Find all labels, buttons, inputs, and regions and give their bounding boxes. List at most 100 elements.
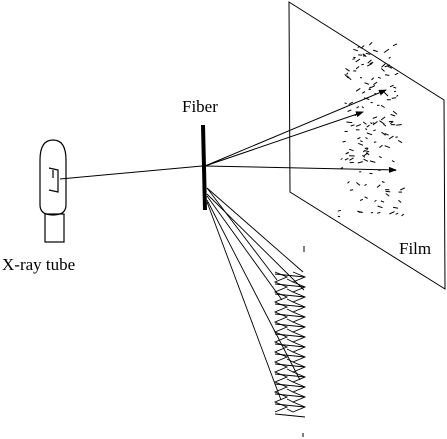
speckle-mark — [357, 137, 361, 140]
diffracted-beams — [204, 89, 397, 173]
speckle-mark — [388, 56, 391, 59]
speckle-mark — [379, 144, 383, 148]
speckle-mark — [369, 172, 373, 175]
speckle-mark — [365, 52, 371, 55]
speckle-mark — [357, 161, 363, 164]
speckle-mark — [361, 91, 366, 94]
speckle-mark — [395, 212, 399, 215]
speckle-mark — [373, 81, 378, 86]
speckle-mark — [380, 116, 386, 121]
speckle-mark — [344, 73, 349, 79]
speckle-mark — [355, 112, 360, 116]
speckle-mark — [368, 86, 372, 89]
speckle-mark — [357, 46, 361, 48]
speckle-mark — [364, 82, 370, 85]
film-label: Film — [399, 239, 432, 258]
speckle-mark — [391, 160, 395, 163]
speckle-mark — [388, 135, 394, 140]
speckle-mark — [337, 209, 342, 212]
speckle-mark — [372, 121, 378, 126]
speckle-mark — [362, 154, 366, 158]
speckle-mark — [372, 122, 375, 124]
speckle-mark — [384, 64, 391, 68]
crystal-stack — [273, 271, 307, 418]
speckle-mark — [374, 92, 378, 95]
speckle-mark — [346, 121, 353, 124]
speckle-mark — [393, 90, 397, 93]
film-plane — [288, 1, 446, 290]
speckle-mark — [370, 122, 373, 125]
speckle-mark — [373, 129, 376, 132]
speckle-mark — [387, 65, 393, 69]
beam-2 — [204, 111, 364, 167]
speckle-mark — [356, 182, 361, 186]
speckle-mark — [393, 86, 397, 89]
speckle-mark — [355, 66, 360, 70]
speckle-mark — [378, 169, 382, 171]
speckle-mark — [380, 200, 385, 203]
speckle-mark — [394, 72, 399, 76]
speckle-mark — [356, 106, 360, 109]
speckle-mark — [346, 72, 349, 75]
speckle-mark — [340, 158, 343, 160]
zigzag-hatch — [274, 273, 306, 418]
speckle-mark — [366, 132, 373, 136]
speckle-mark — [358, 142, 364, 146]
speckle-mark — [383, 48, 390, 54]
speckle-mark — [384, 132, 389, 136]
speckle-mark — [361, 106, 365, 109]
fiber-label: Fiber — [182, 97, 218, 116]
speckle-mark — [389, 211, 395, 215]
lower-beams — [206, 187, 305, 401]
speckle-mark — [380, 104, 385, 108]
speckle-mark — [353, 48, 359, 52]
speckle-mark — [355, 87, 361, 92]
speckle-mark — [401, 213, 405, 217]
speckle-mark — [363, 158, 369, 162]
speckle-mark — [398, 199, 402, 203]
speckle-mark — [377, 76, 381, 79]
speckle-mark — [345, 67, 350, 72]
speckle-mark — [370, 85, 376, 88]
xray-tube — [39, 139, 67, 243]
speckle-mark — [365, 136, 368, 140]
speckle-mark — [369, 41, 373, 46]
speckle-mark — [376, 184, 381, 188]
speckle-mark — [392, 110, 398, 115]
speckle-mark — [363, 152, 369, 157]
speckle-mark — [373, 141, 377, 143]
incident-beam — [59, 165, 203, 180]
speckle-mark — [362, 53, 366, 57]
speckle-mark — [392, 43, 398, 47]
lower-beam-4 — [206, 195, 283, 301]
beam-1 — [204, 89, 387, 167]
speckle-mark — [363, 97, 370, 100]
speckle-mark — [372, 49, 378, 53]
speckle-mark — [362, 121, 367, 125]
tube-base — [44, 213, 65, 243]
speckle-mark — [355, 58, 361, 63]
speckle-mark — [381, 63, 386, 68]
xray-tube-label: X-ray tube — [2, 255, 76, 274]
speckle-mark — [364, 147, 368, 150]
speckle-mark — [362, 150, 366, 153]
speckle-mark — [385, 193, 390, 197]
lower-beam-6 — [206, 201, 282, 401]
speckle-mark — [347, 109, 352, 112]
speckle-mark — [372, 116, 378, 119]
speckle-mark — [367, 59, 372, 64]
speckle-mark — [347, 181, 350, 184]
speckle-mark — [384, 145, 391, 149]
speckle-mark — [380, 68, 385, 72]
speckle-mark — [395, 136, 398, 138]
speckle-mark — [377, 205, 383, 209]
speckle-mark — [337, 215, 341, 218]
speckle-mark — [366, 62, 373, 67]
diffraction-pattern — [337, 41, 406, 218]
speckle-mark — [364, 183, 367, 186]
speckle-mark — [378, 156, 382, 159]
speckle-mark — [365, 128, 368, 130]
speckle-mark — [360, 45, 365, 49]
